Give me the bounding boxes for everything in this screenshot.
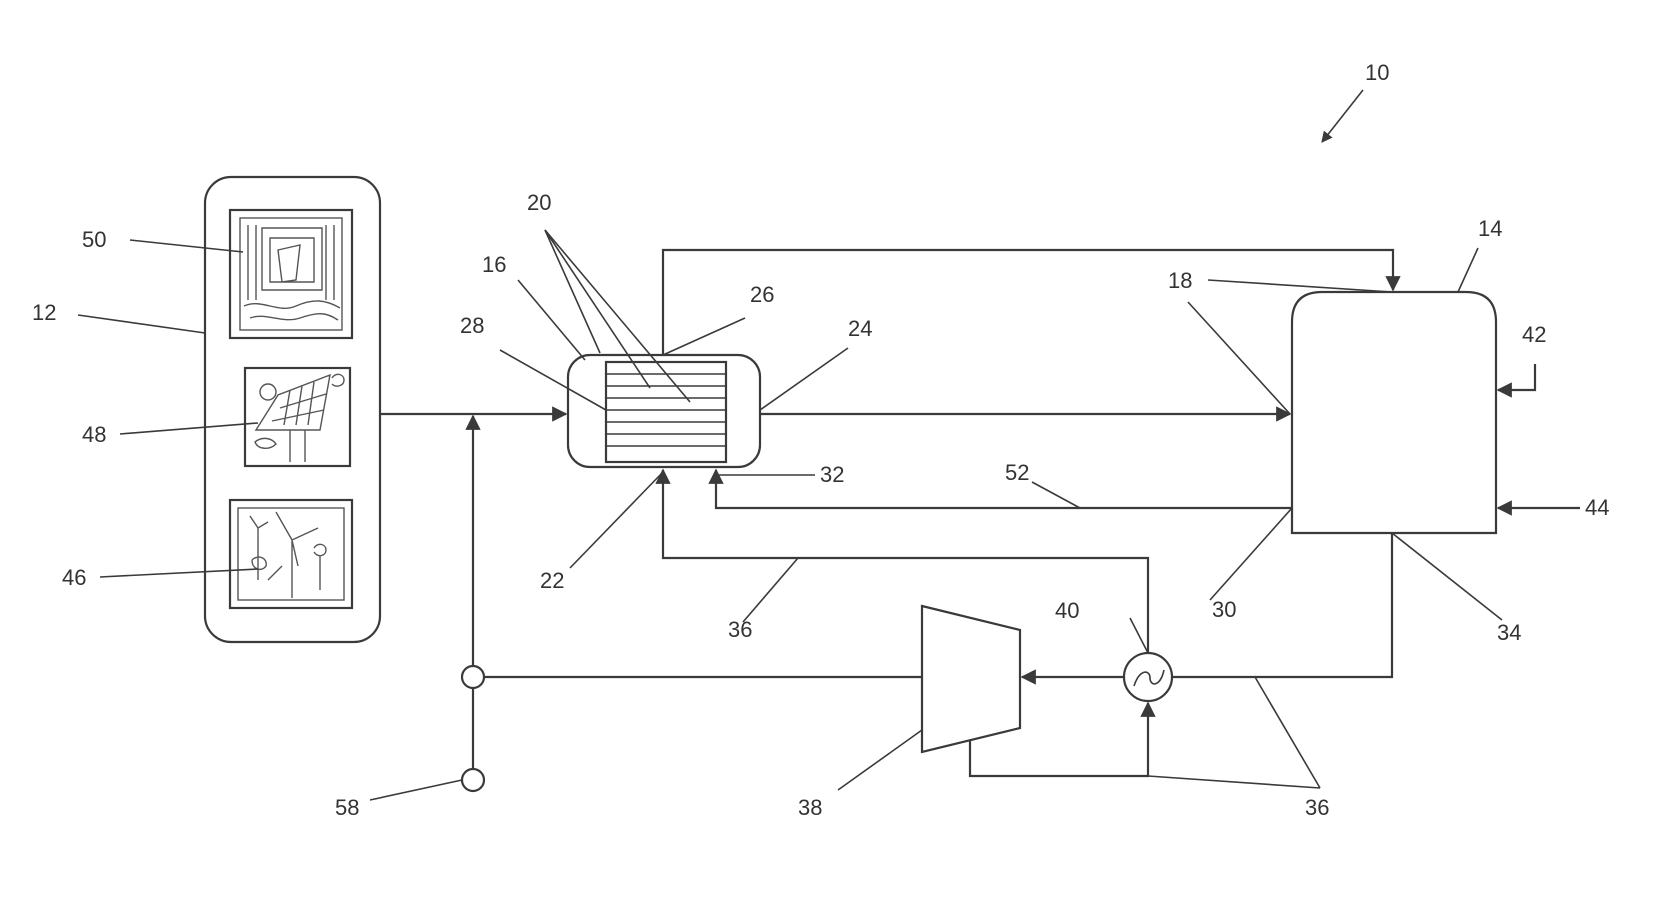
ref-38: 38 — [798, 795, 822, 820]
ref-36a: 36 — [728, 617, 752, 642]
ref-52: 52 — [1005, 460, 1029, 485]
ref-24: 24 — [848, 316, 872, 341]
heat-exchanger — [1124, 653, 1172, 701]
inlet-node-58 — [462, 769, 484, 791]
ref-10: 10 — [1365, 60, 1389, 85]
ref-20: 20 — [527, 190, 551, 215]
ref-48: 48 — [82, 422, 106, 447]
ref-12: 12 — [32, 300, 56, 325]
ref-28: 28 — [460, 313, 484, 338]
ref-34: 34 — [1497, 620, 1521, 645]
ref-26: 26 — [750, 282, 774, 307]
solar-panel-icon — [245, 368, 350, 466]
reactor-vessel — [1292, 292, 1496, 533]
ref-22: 22 — [540, 568, 564, 593]
ref-40: 40 — [1055, 598, 1079, 623]
ref-42: 42 — [1522, 322, 1546, 347]
junction-node — [462, 666, 484, 688]
hydro-dam-icon — [230, 210, 352, 338]
ref-58: 58 — [335, 795, 359, 820]
ref-18: 18 — [1168, 268, 1192, 293]
ref-32: 32 — [820, 462, 844, 487]
ref-36b: 36 — [1305, 795, 1329, 820]
electrolyser-stack — [606, 362, 726, 462]
compressor — [922, 606, 1020, 752]
ref-50: 50 — [82, 227, 106, 252]
ref-30: 30 — [1212, 597, 1236, 622]
ref-16: 16 — [482, 252, 506, 277]
wind-turbine-icon — [230, 500, 352, 608]
ref-46: 46 — [62, 565, 86, 590]
renewable-source-group — [205, 177, 380, 642]
ref-44: 44 — [1585, 495, 1609, 520]
ref-14: 14 — [1478, 216, 1502, 241]
